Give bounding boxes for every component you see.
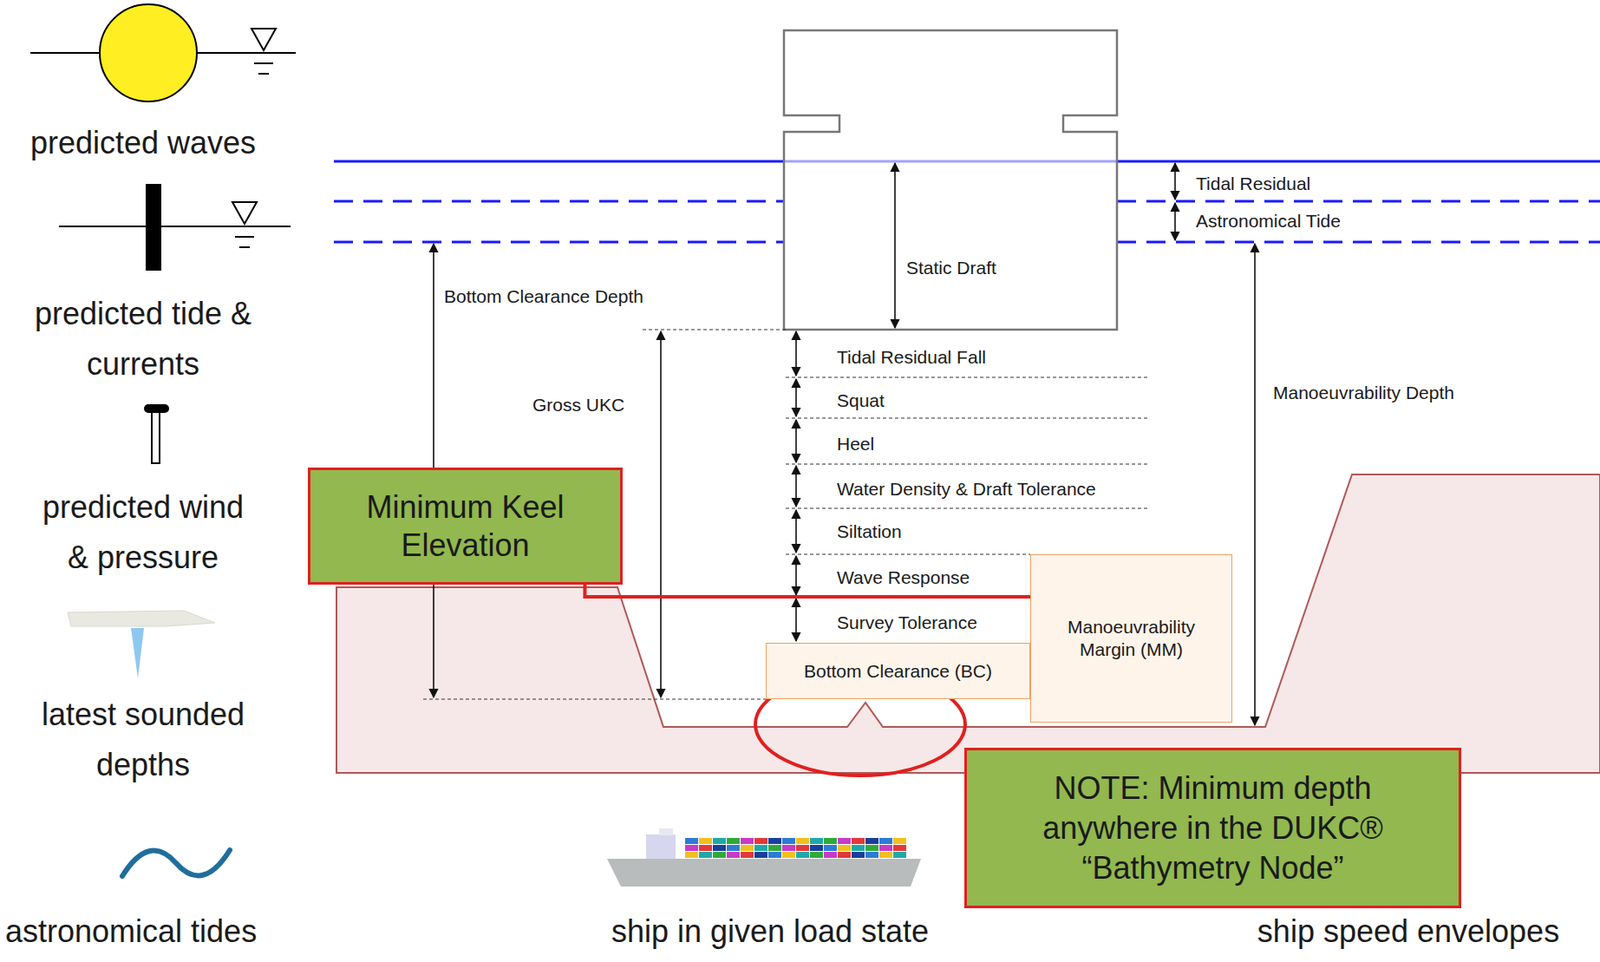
label: Tidal Residual Fall [836, 346, 987, 368]
box-text: Minimum Keel Elevation [327, 488, 603, 565]
box-text: Manoeuvrability Margin (MM) [1044, 615, 1218, 661]
clearance-box: Bottom Clearance (BC) [765, 642, 1031, 699]
label: ship speed envelopes [1257, 913, 1560, 950]
label: predicted tide & currents [32, 288, 255, 390]
label: Survey Tolerance [836, 612, 978, 634]
label: latest sounded depths [32, 689, 255, 791]
ship-icon [607, 828, 921, 887]
label: Squat [836, 390, 885, 412]
label: Wave Response [836, 567, 970, 588]
label: ship in given load state [611, 913, 929, 950]
label: Bottom Clearance Depth [444, 286, 644, 307]
margin-box: Manoeuvrability Margin (MM) [1030, 554, 1233, 723]
label: Water Density & Draft Tolerance [836, 478, 1097, 500]
box-text: NOTE: Minimum depth anywhere in the DUKC… [1018, 768, 1407, 889]
tide-line [333, 200, 784, 203]
label: Gross UKC [532, 394, 625, 416]
label: Manoeuvrability Depth [1273, 382, 1455, 404]
callout-box: Minimum Keel Elevation [307, 467, 623, 585]
tide-line [1116, 200, 1600, 203]
tide-line [333, 241, 784, 244]
box-text: Bottom Clearance (BC) [803, 660, 993, 682]
label: Siltation [836, 521, 902, 543]
note-box: NOTE: Minimum depth anywhere in the DUKC… [964, 747, 1462, 908]
tide-wave-icon [122, 849, 230, 876]
tide-line [1116, 241, 1600, 244]
ship-section [783, 30, 1117, 330]
label: Heel [836, 433, 875, 455]
wind-icon [143, 404, 170, 464]
label: Tidal Residual [1195, 173, 1311, 195]
sounding-icon [67, 610, 216, 679]
waves-icon [30, 4, 296, 102]
tide-icon [58, 183, 291, 271]
label: Astronomical Tide [1195, 210, 1341, 232]
label: Static Draft [906, 257, 997, 279]
dimension-arrows [433, 163, 1255, 725]
label: predicted waves [30, 124, 256, 162]
label: astronomical tides [5, 913, 257, 950]
label: predicted wind & pressure [32, 482, 255, 583]
